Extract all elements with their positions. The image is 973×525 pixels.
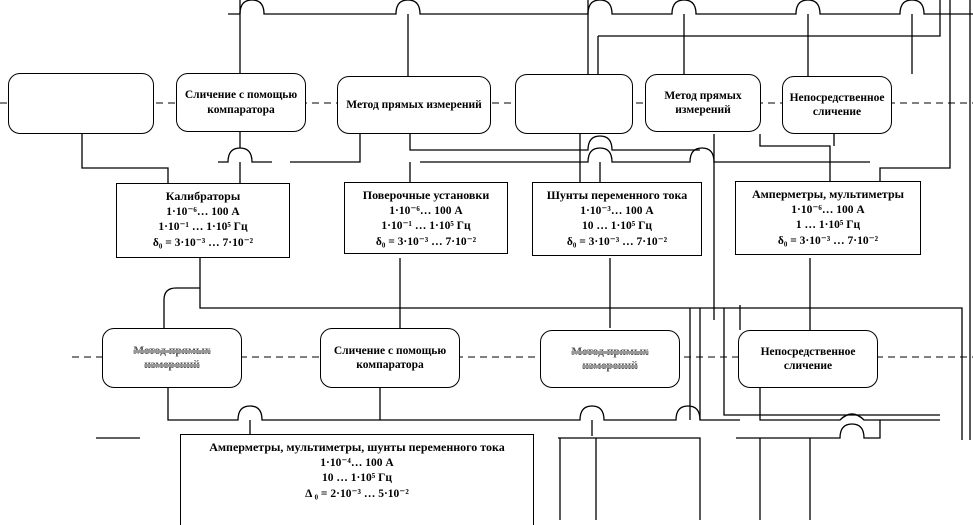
method-box-bottom-4: Непосредственное сличение — [738, 330, 878, 388]
equipment-box-verification: Поверочные установки 1·10⁻⁶… 100 А 1·10⁻… — [344, 182, 508, 254]
method-label: Метод прямых измерений — [664, 89, 742, 116]
equipment-title: Калибраторы — [165, 189, 241, 203]
equipment-box-ammeters: Амперметры, мультиметры 1·10⁻⁶… 100 А 1 … — [735, 181, 921, 255]
vert-right-edge — [879, 0, 951, 181]
equipment-box-calibrators: Калибраторы 1·10⁻⁶… 100 А 1·10⁻¹ … 1·10⁵… — [116, 183, 290, 258]
equipment-range-current: 1·10⁻⁴… 100 А — [320, 456, 394, 469]
method-label: Сличение с помощью компаратора — [184, 89, 298, 116]
method-box-top-3: Метод прямых измерений — [337, 76, 491, 134]
method-label: Метод прямых измерений — [571, 345, 649, 372]
equipment-error: δ₀ = 3·10⁻³ … 7·10⁻² — [777, 235, 879, 248]
method-box-bottom-2: Сличение с помощью компаратора — [320, 328, 460, 388]
method-box-top-1 — [8, 73, 154, 134]
link-1 — [81, 134, 169, 183]
link-15 — [163, 287, 200, 328]
equipment-error: δ₀ = 3·10⁻³ … 7·10⁻² — [152, 237, 254, 250]
equipment-title: Амперметры, мультиметры, шунты переменно… — [209, 440, 505, 454]
link-6 — [409, 134, 700, 151]
link-29 — [736, 420, 881, 439]
method-label: Непосредственное сличение — [760, 345, 856, 372]
equipment-error: δ₀ = 3·10⁻³ … 7·10⁻² — [375, 236, 477, 249]
link-12 — [759, 134, 831, 181]
link-2 — [218, 147, 272, 163]
method-label: Метод прямых измерений — [133, 344, 211, 371]
link-7 — [420, 147, 870, 163]
method-box-top-4 — [515, 74, 633, 134]
equipment-error: δ₀ = 3·10⁻³ … 7·10⁻² — [566, 236, 668, 249]
equipment-box-ac-shunts: Шунты переменного тока 1·10⁻³… 100 А 10 … — [532, 182, 702, 256]
equipment-range-current: 1·10⁻³… 100 А — [580, 204, 654, 217]
method-label: Метод прямых измерений — [346, 98, 482, 111]
equipment-error: Δ ₀ = 2·10⁻³ … 5·10⁻² — [305, 488, 409, 501]
equipment-range-frequency: 1·10⁻¹ … 1·10⁵ Гц — [381, 220, 471, 233]
method-box-top-6: Непосредственное сличение — [782, 76, 892, 134]
method-box-bottom-1: Метод прямых измерений — [102, 328, 242, 388]
equipment-range-current: 1·10⁻⁶… 100 А — [166, 205, 240, 218]
equipment-range-frequency: 10 … 1·10⁵ Гц — [581, 220, 653, 233]
link-20 — [723, 308, 940, 416]
equipment-range-current: 1·10⁻⁶… 100 А — [791, 203, 865, 216]
equipment-title: Шунты переменного тока — [546, 188, 688, 202]
link-14 — [199, 258, 963, 440]
equipment-range-current: 1·10⁻⁶… 100 А — [389, 204, 463, 217]
method-box-top-2: Сличение с помощью компаратора — [176, 73, 306, 132]
link-5 — [290, 134, 361, 163]
equipment-title: Поверочные установки — [362, 188, 490, 202]
bus-2 — [598, 0, 941, 37]
method-box-top-5: Метод прямых измерений — [645, 74, 761, 132]
link-30 — [759, 388, 940, 421]
top-bus — [228, 0, 973, 15]
equipment-range-frequency: 10 … 1·10⁵ Гц — [321, 472, 393, 485]
link-28 — [558, 437, 701, 520]
equipment-title: Амперметры, мультиметры — [751, 187, 905, 201]
method-label: Сличение с помощью компаратора — [333, 344, 447, 371]
equipment-range-frequency: 1 … 1·10⁵ Гц — [795, 219, 861, 232]
method-box-bottom-3: Метод прямых измерений — [540, 330, 680, 388]
equipment-range-frequency: 1·10⁻¹ … 1·10⁵ Гц — [158, 221, 248, 234]
equipment-box-bottom: Амперметры, мультиметры, шунты переменно… — [180, 434, 534, 525]
method-label: Непосредственное сличение — [789, 91, 885, 118]
link-24 — [167, 388, 740, 421]
